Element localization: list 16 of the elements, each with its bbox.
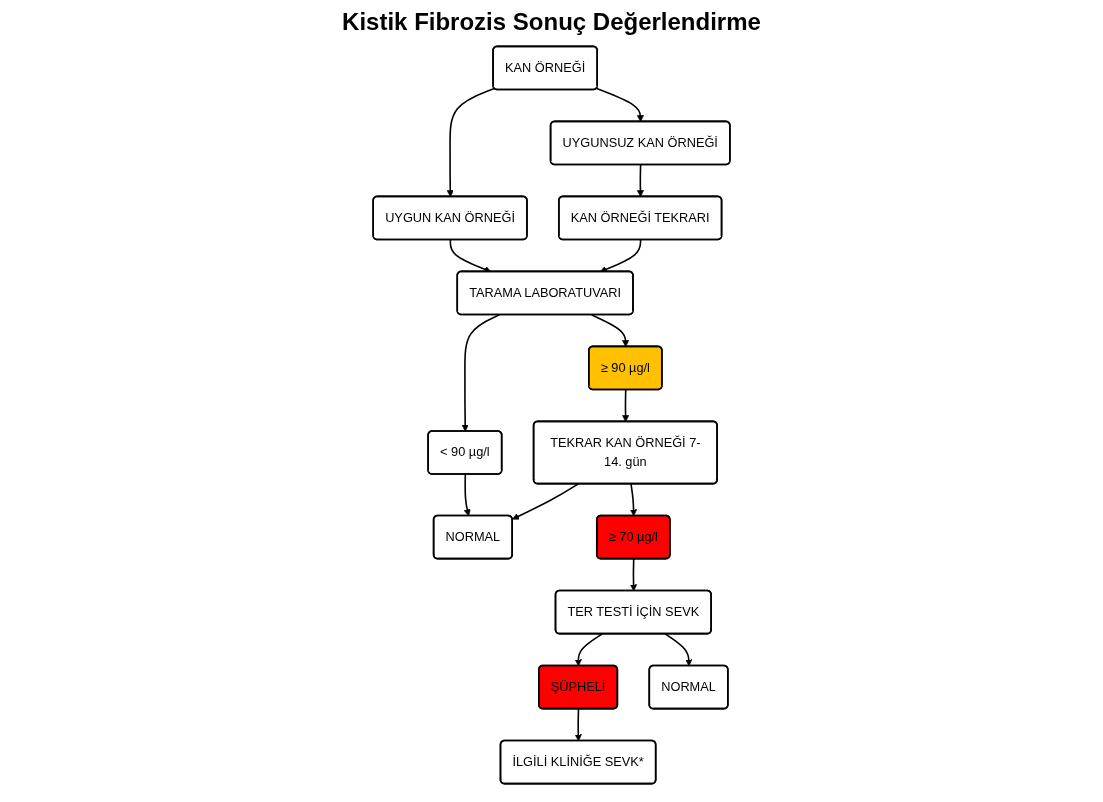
arrow (574, 708, 582, 742)
arrow (636, 164, 644, 198)
arrow (599, 239, 642, 273)
arrow (622, 389, 630, 423)
arrow (574, 633, 603, 667)
arrow (664, 633, 693, 667)
arrow (595, 87, 644, 123)
arrow (512, 483, 579, 520)
arrow (590, 314, 630, 348)
diagram-title: Kistik Fibrozis Sonuç Değerlendirme (341, 8, 762, 36)
arrow (461, 314, 501, 432)
arrow (630, 483, 638, 517)
arrow (446, 87, 496, 198)
arrow (449, 239, 492, 273)
arrow (463, 473, 471, 517)
arrow (630, 558, 638, 592)
